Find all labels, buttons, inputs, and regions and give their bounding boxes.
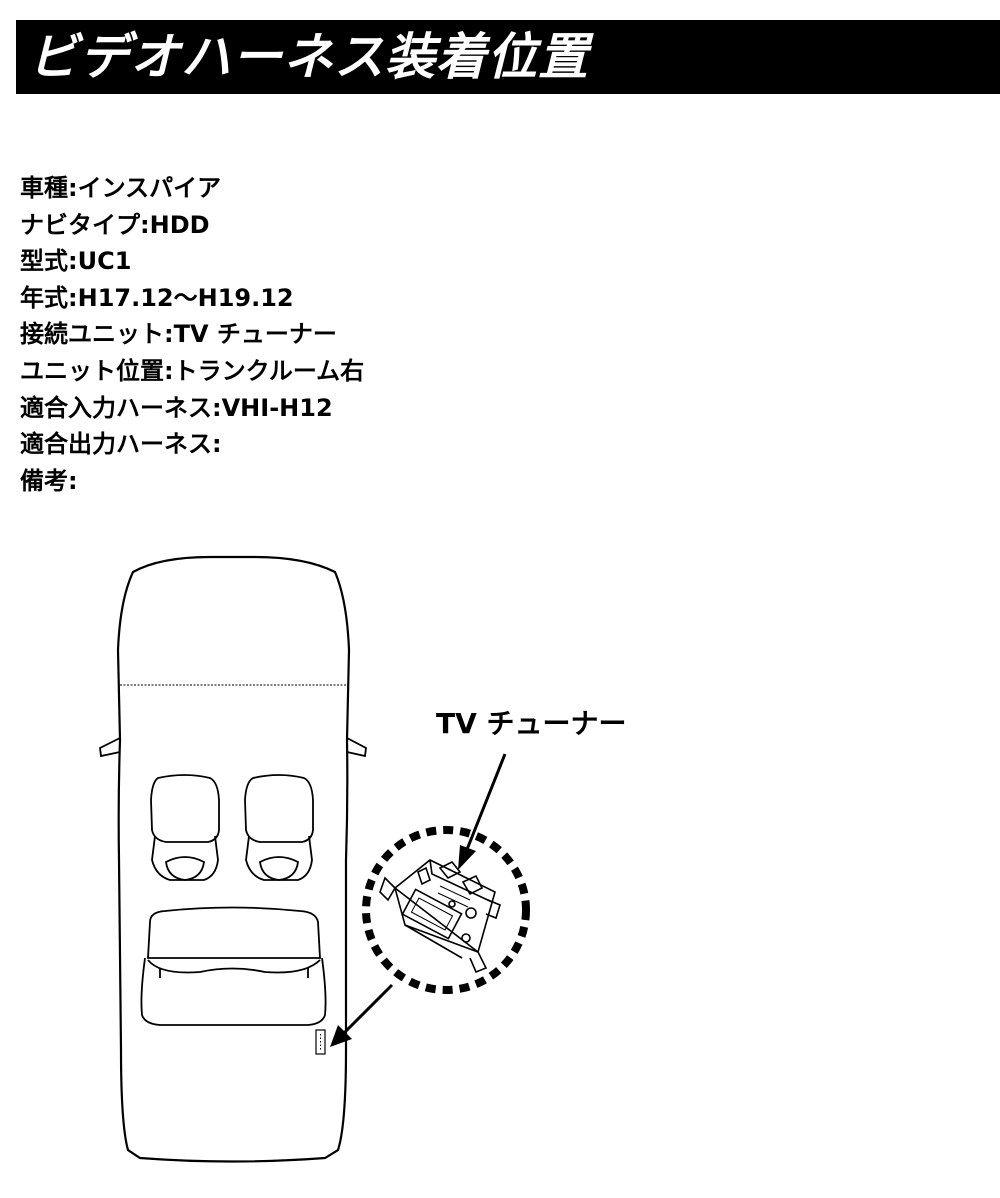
spec-value: TV チューナー [173,320,337,349]
tuner-highlight-circle [362,826,530,994]
spec-label: ナビタイプ [20,210,140,239]
spec-separator: : [212,430,222,459]
spec-separator: : [164,356,174,385]
spec-separator: : [212,393,222,422]
spec-row-input-harness: 適合入力ハーネス:VHI-H12 [20,390,364,427]
spec-value: HDD [149,210,210,239]
spec-separator: : [164,320,174,349]
tv-tuner-device-icon [379,859,501,974]
trunk-arrow [330,983,394,1047]
car-body-outline [116,555,351,1163]
left-mirror [99,737,121,758]
spec-row-nav-type: ナビタイプ:HDD [20,207,364,244]
page-title: ビデオハーネス装着位置 [28,28,589,86]
car-diagram [99,555,530,1163]
right-mirror [346,737,367,758]
spec-value: UC1 [77,247,132,276]
spec-row-connection-unit: 接続ユニット:TV チューナー [20,316,364,353]
spec-row-output-harness: 適合出力ハーネス: [20,426,364,463]
tv-tuner-callout-label: TV チューナー [436,707,627,740]
spec-label: 適合入力ハーネス [20,393,212,422]
label-arrow [458,753,507,870]
spec-row-model: 型式:UC1 [20,243,364,280]
spec-list: 車種:インスパイア ナビタイプ:HDD 型式:UC1 年式:H17.12〜H19… [20,170,364,499]
spec-row-notes: 備考: [20,463,364,500]
spec-value: トランクルーム右 [173,356,365,385]
spec-row-vehicle: 車種:インスパイア [20,170,364,207]
rear-seat [140,906,327,1026]
spec-row-year: 年式:H17.12〜H19.12 [20,280,364,317]
spec-value: VHI-H12 [221,393,333,422]
spec-label: 接続ユニット [20,320,164,349]
spec-label: ユニット位置 [20,356,164,385]
spec-separator: : [140,210,150,239]
spec-row-unit-location: ユニット位置:トランクルーム右 [20,353,364,390]
spec-value: インスパイア [77,174,222,202]
spec-separator: : [68,247,78,276]
spec-label: 型式 [20,247,68,276]
spec-label: 車種 [20,174,68,202]
spec-value: H17.12〜H19.12 [77,283,294,312]
spec-label: 年式 [20,283,68,312]
title-bar: ビデオハーネス装着位置 [16,20,1000,94]
front-right-seat [244,774,314,881]
spec-separator: : [68,174,78,202]
front-left-seat [150,774,220,881]
spec-label: 適合出力ハーネス [20,430,212,459]
spec-separator: : [68,283,78,312]
spec-separator: : [68,466,78,495]
spec-label: 備考 [20,466,68,495]
